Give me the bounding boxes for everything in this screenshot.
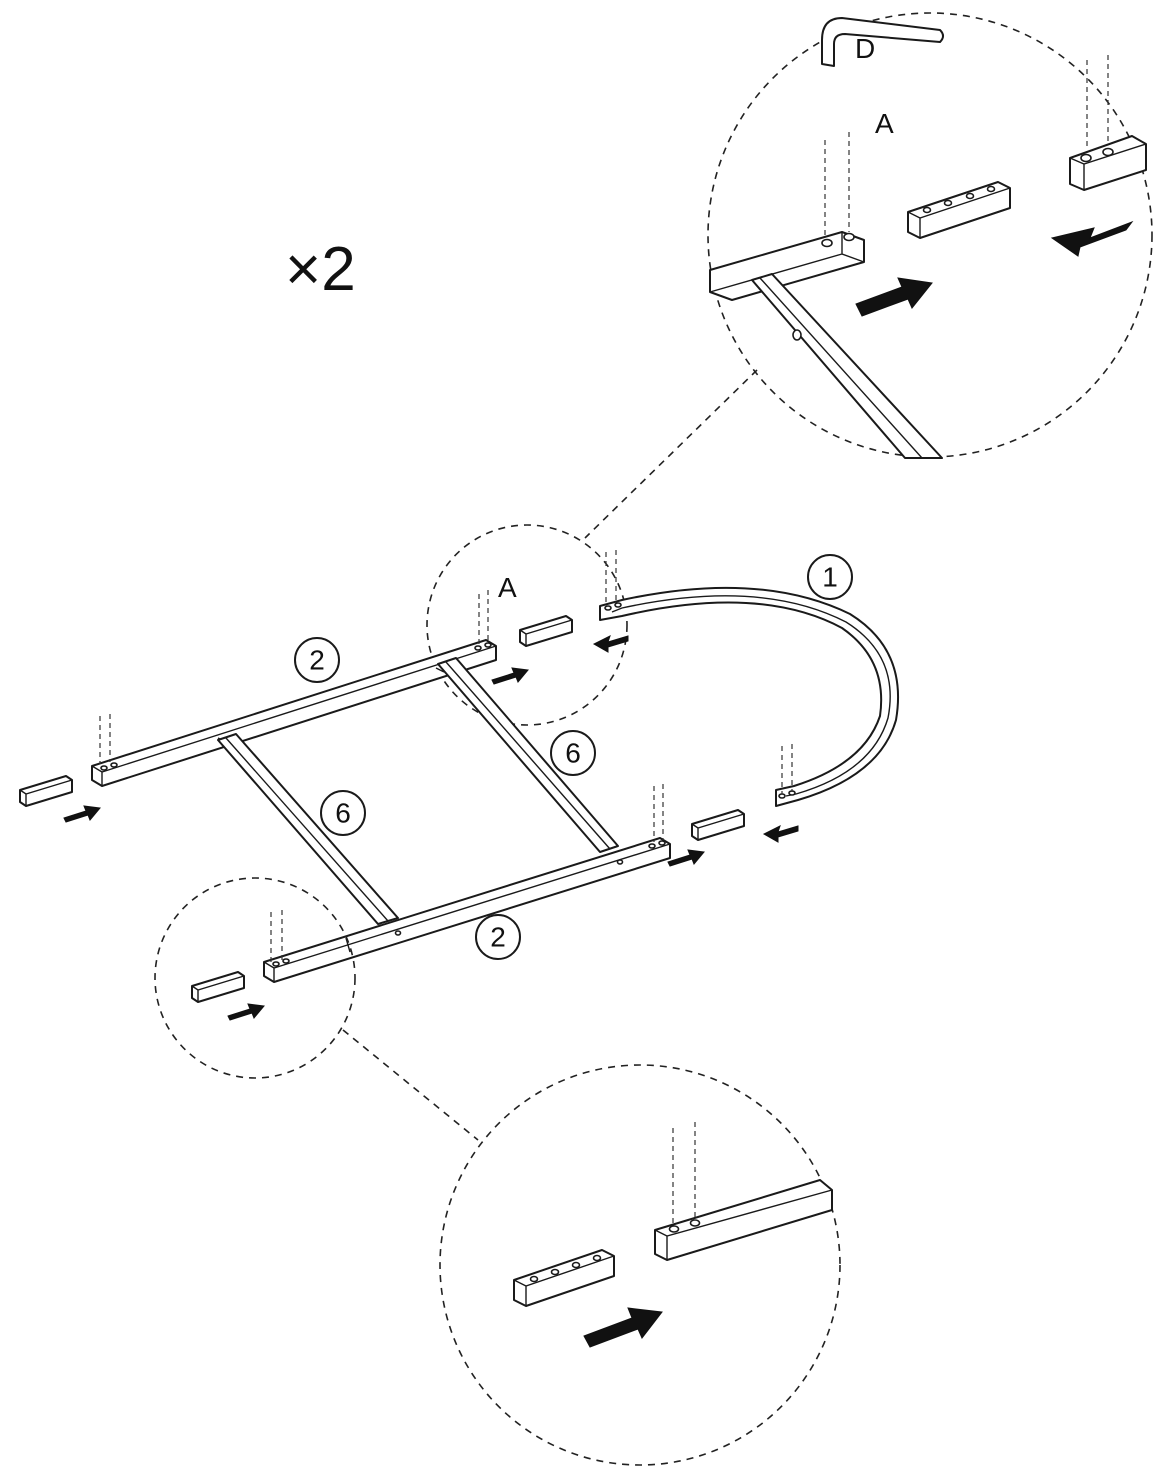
top-detail-letter: A (875, 108, 894, 139)
svg-text:1: 1 (822, 562, 838, 593)
arrow-right-icon (583, 1307, 663, 1348)
connector-block-a (519, 615, 573, 647)
connector-block-left (19, 775, 73, 807)
detail-curved-rail-end (1069, 135, 1147, 191)
detail-connector-block (907, 181, 1011, 239)
arrow-right-icon (63, 805, 101, 823)
arrow-left-icon (1050, 220, 1134, 257)
detail-rail-end (654, 1179, 833, 1261)
arrow-left-icon (592, 635, 629, 653)
detail-cross-bar (751, 273, 943, 459)
main-detail-circle-a (426, 524, 628, 726)
svg-text:2: 2 (490, 922, 506, 953)
allen-key-icon (821, 17, 944, 67)
callout-part-6-left: 6 (320, 790, 366, 836)
main-detail-letter: A (498, 572, 517, 603)
quantity-multiplier: ×2 (285, 235, 356, 304)
callout-part-2-top: 2 (294, 637, 340, 683)
arrow-right-icon (667, 849, 705, 867)
cross-bar-left (217, 733, 399, 925)
callout-part-1: 1 (807, 554, 853, 600)
arrow-left-icon (762, 825, 799, 843)
top-detail-circle (707, 12, 1153, 458)
connector-block-bottom (191, 971, 245, 1003)
side-rail-bottom (263, 837, 671, 983)
callout-part-6-right: 6 (550, 730, 596, 776)
callout-part-2-bottom: 2 (475, 914, 521, 960)
detail-side-rail-end (709, 231, 865, 301)
side-rail-top (91, 639, 497, 787)
frame-assembly: A (19, 524, 900, 1141)
top-detail-connector (584, 369, 758, 539)
bottom-detail-circle (439, 1064, 841, 1466)
bottom-detail-connector (342, 1029, 479, 1141)
curved-rail (599, 586, 900, 807)
bottom-detail-view (439, 1064, 841, 1466)
detail-connector-block-bottom (513, 1249, 615, 1307)
arrow-right-icon (227, 1003, 265, 1021)
svg-text:6: 6 (335, 798, 351, 829)
top-detail-view: D A (584, 12, 1153, 539)
arrow-right-icon (491, 667, 529, 685)
allen-key-label: D (855, 33, 875, 64)
main-detail-circle-b (154, 877, 356, 1079)
arrow-right-icon (855, 277, 933, 317)
connector-block-right (691, 809, 745, 841)
svg-text:6: 6 (565, 738, 581, 769)
svg-text:2: 2 (309, 645, 325, 676)
cross-bar-right (437, 657, 619, 853)
